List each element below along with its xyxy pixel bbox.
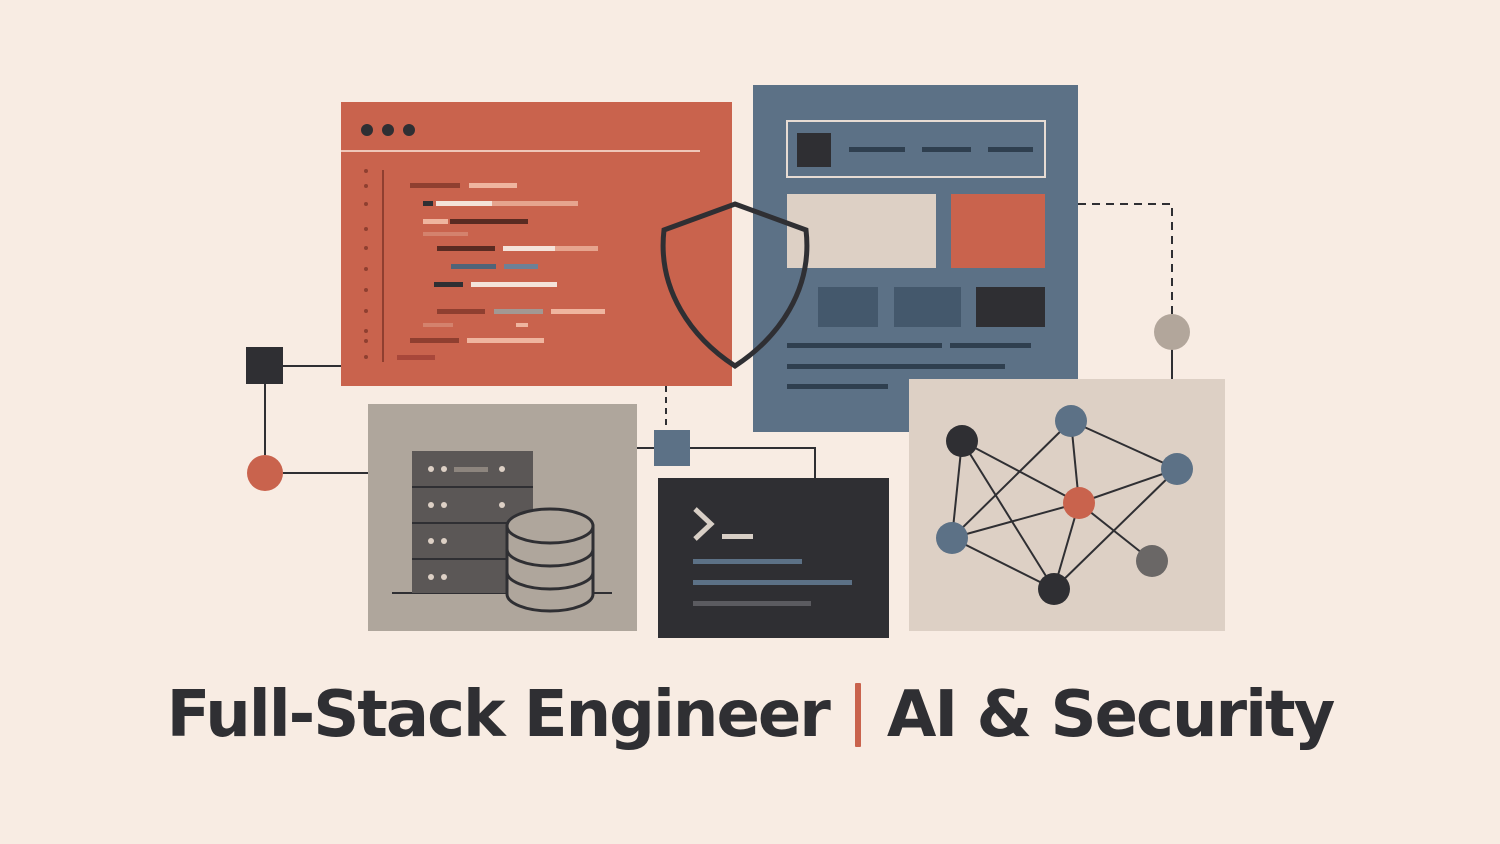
neural-network-icon xyxy=(909,379,1225,631)
tile xyxy=(818,287,878,327)
tile xyxy=(976,287,1045,327)
window-dot-icon xyxy=(361,124,373,136)
logo-block xyxy=(797,133,831,167)
connector-node-circle xyxy=(247,455,283,491)
network-node xyxy=(946,425,978,457)
network-node xyxy=(1055,405,1087,437)
code-lines xyxy=(397,183,605,360)
nav-link xyxy=(849,147,905,152)
nav-link xyxy=(922,147,971,152)
output-line xyxy=(693,559,802,564)
hero-card xyxy=(787,194,936,268)
connector-node-circle xyxy=(1154,314,1190,350)
text-line xyxy=(787,364,1005,369)
code-editor-window xyxy=(341,102,732,386)
text-line xyxy=(787,384,888,389)
headline: Full-Stack Engineer AI & Security xyxy=(0,678,1500,752)
shield-icon xyxy=(660,201,810,369)
network-node xyxy=(936,522,968,554)
nav-link xyxy=(988,147,1033,152)
connector-lines xyxy=(264,203,1173,478)
cursor xyxy=(722,534,753,539)
headline-divider xyxy=(854,683,861,747)
text-line xyxy=(950,343,1031,348)
line-number-markers xyxy=(364,169,368,359)
window-dot-icon xyxy=(403,124,415,136)
network-node-center xyxy=(1063,487,1095,519)
web-page-layout xyxy=(753,85,1078,432)
headline-role: Full-Stack Engineer xyxy=(166,678,831,752)
database-server-icon xyxy=(368,404,637,631)
hero-card xyxy=(951,194,1045,268)
tile xyxy=(894,287,961,327)
network-node xyxy=(1038,573,1070,605)
output-line xyxy=(693,580,852,585)
output-line xyxy=(693,601,811,606)
network-node xyxy=(1161,453,1193,485)
network-node xyxy=(1136,545,1168,577)
terminal-icon xyxy=(658,478,889,638)
window-dot-icon xyxy=(382,124,394,136)
headline-focus: AI & Security xyxy=(886,678,1336,752)
text-line xyxy=(787,343,942,348)
prompt-chevron-icon xyxy=(693,507,715,541)
connector-node-square xyxy=(654,430,690,466)
connector-node-square xyxy=(246,347,283,384)
